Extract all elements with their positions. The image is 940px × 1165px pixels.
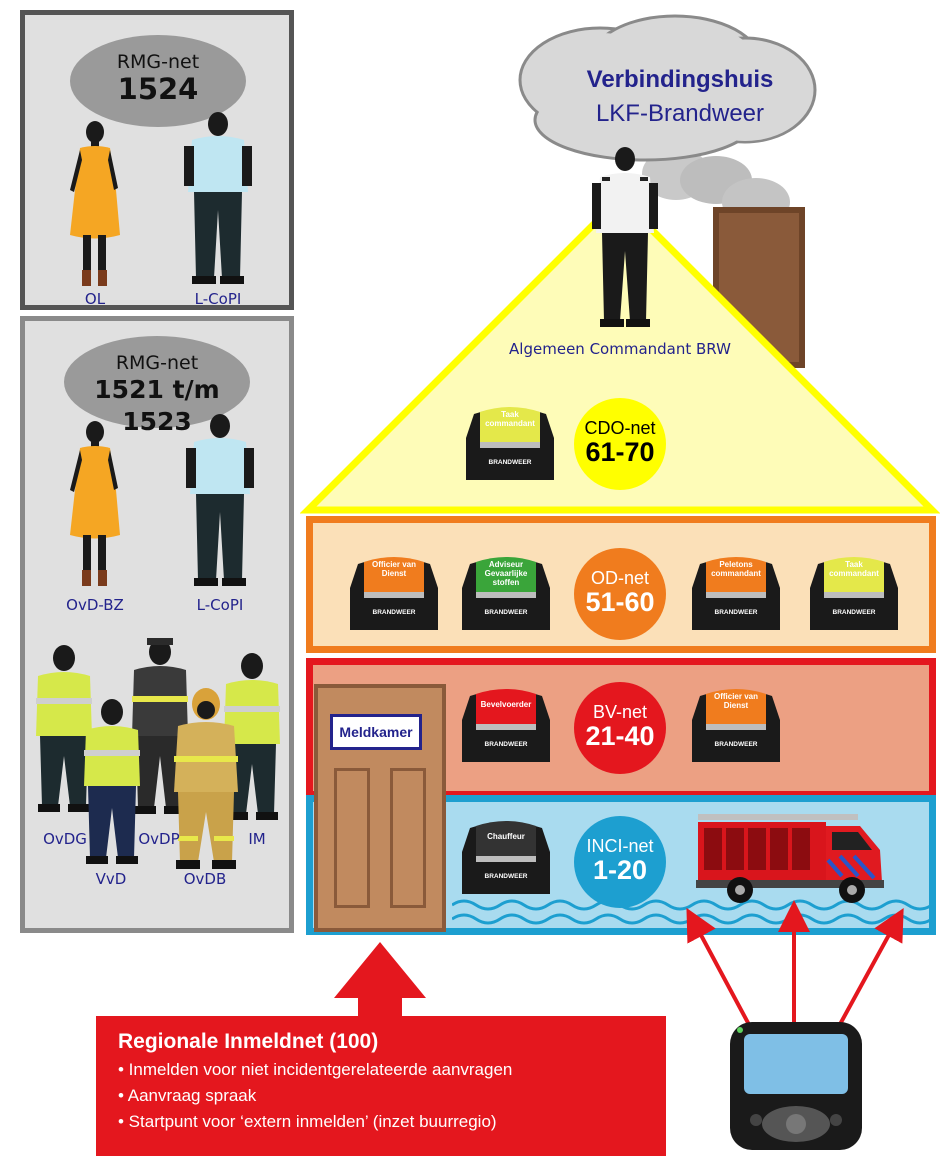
net-label: OD-net xyxy=(590,568,650,588)
cdo-net-circle: CDO-net 61-70 xyxy=(574,398,666,490)
jacket-text: Taak commandant xyxy=(829,560,879,578)
person-lcopi-figure xyxy=(184,112,252,284)
net-number: 1-20 xyxy=(592,855,648,885)
jacket-text: Peletons commandant xyxy=(711,560,761,578)
label-ovdbz: OvD-BZ xyxy=(66,596,124,614)
commandant-figure xyxy=(592,147,658,327)
jacket-text: Adviseur Gevaarlijke stoffen xyxy=(484,560,528,587)
net-label: RMG-net xyxy=(115,352,199,374)
officer-group-figure xyxy=(36,638,280,869)
jacket-brand: BRANDWEER xyxy=(714,741,758,748)
label-lcopi-top: L-CoPI xyxy=(194,290,242,308)
jacket-brand: BRANDWEER xyxy=(372,609,416,616)
bv-net-circle: BV-net 21-40 xyxy=(574,682,666,774)
net-number: 51-60 xyxy=(585,587,655,617)
person-ol-figure xyxy=(70,121,120,286)
jacket-text: Officier van Dienst xyxy=(713,692,758,710)
label-lcopi-mid: L-CoPI xyxy=(196,596,244,614)
label-vvd: VvD xyxy=(95,870,127,888)
jacket-text: Chauffeur xyxy=(487,832,525,841)
label-im: IM xyxy=(248,830,266,848)
jacket-brand: BRANDWEER xyxy=(488,459,532,466)
label-ovdb: OvDB xyxy=(183,870,227,888)
jacket-brand: BRANDWEER xyxy=(484,609,528,616)
jacket-chauffeur: Chauffeur BRANDWEER xyxy=(458,812,554,898)
cloud-title: Verbindingshuis xyxy=(586,66,774,93)
roof xyxy=(300,193,940,514)
jacket-brand: BRANDWEER xyxy=(832,609,876,616)
jacket-taak-commandant-od: Taak commandant BRANDWEER xyxy=(806,548,902,634)
net-number: 1521 t/m 1523 xyxy=(94,375,220,436)
pager-device-icon xyxy=(730,1022,862,1150)
jacket-brand: BRANDWEER xyxy=(484,873,528,880)
callout-box xyxy=(96,1016,666,1156)
door-sign: Meldkamer xyxy=(330,714,422,750)
net-number: 61-70 xyxy=(585,437,655,467)
person-ovdbz-figure xyxy=(70,421,120,586)
net-label: RMG-net xyxy=(116,51,200,73)
callout-bullet-2: • Aanvraag spraak xyxy=(118,1086,257,1105)
net-label: INCI-net xyxy=(586,836,654,856)
jacket-brand: BRANDWEER xyxy=(714,609,758,616)
net-number: 21-40 xyxy=(585,721,655,751)
callout-bullet-1: • Inmelden voor niet incidentgerelateerd… xyxy=(118,1060,513,1079)
net-label: BV-net xyxy=(592,702,648,722)
jacket-officier-van-dienst-bv: Officier van Dienst BRANDWEER xyxy=(688,680,784,766)
rmg-net-bubble-top: RMG-net 1524 xyxy=(70,35,246,127)
net-number: 1524 xyxy=(117,72,199,106)
jacket-bevelvoerder: Bevelvoerder BRANDWEER xyxy=(458,680,554,766)
inci-net-circle: INCI-net 1-20 xyxy=(574,816,666,908)
jacket-adviseur-gs: Adviseur Gevaarlijke stoffen BRANDWEER xyxy=(458,548,554,634)
od-net-circle: OD-net 51-60 xyxy=(574,548,666,640)
commandant-label: Algemeen Commandant BRW xyxy=(509,340,731,358)
rmg-net-bubble-mid: RMG-net 1521 t/m 1523 xyxy=(64,336,250,436)
cloud-shape xyxy=(518,14,817,162)
cloud-subtitle: LKF-Brandweer xyxy=(595,100,765,127)
jacket-officier-van-dienst-od: Officier van Dienst BRANDWEER xyxy=(346,548,442,634)
label-ovdg: OvDG xyxy=(43,830,87,848)
net-label: CDO-net xyxy=(584,418,656,438)
person-lcopi-mid-figure xyxy=(186,414,254,586)
jacket-text: Taak commandant xyxy=(485,410,535,428)
label-ol: OL xyxy=(84,290,106,308)
callout-bullet-3: • Startpunt voor ‘extern inmelden’ (inze… xyxy=(118,1112,497,1131)
label-ovdp: OvDP xyxy=(138,830,180,848)
jacket-text: Bevelvoerder xyxy=(480,700,532,709)
fire-truck xyxy=(696,814,884,903)
callout-arrow xyxy=(334,942,426,1038)
jacket-text: Officier van Dienst xyxy=(371,560,416,578)
jacket-brand: BRANDWEER xyxy=(484,741,528,748)
jacket-peletons-commandant: Peletons commandant BRANDWEER xyxy=(688,548,784,634)
jacket-taak-commandant-roof: Taak commandant BRANDWEER xyxy=(462,398,558,484)
callout-title: Regionale Inmeldnet (100) xyxy=(118,1030,379,1053)
